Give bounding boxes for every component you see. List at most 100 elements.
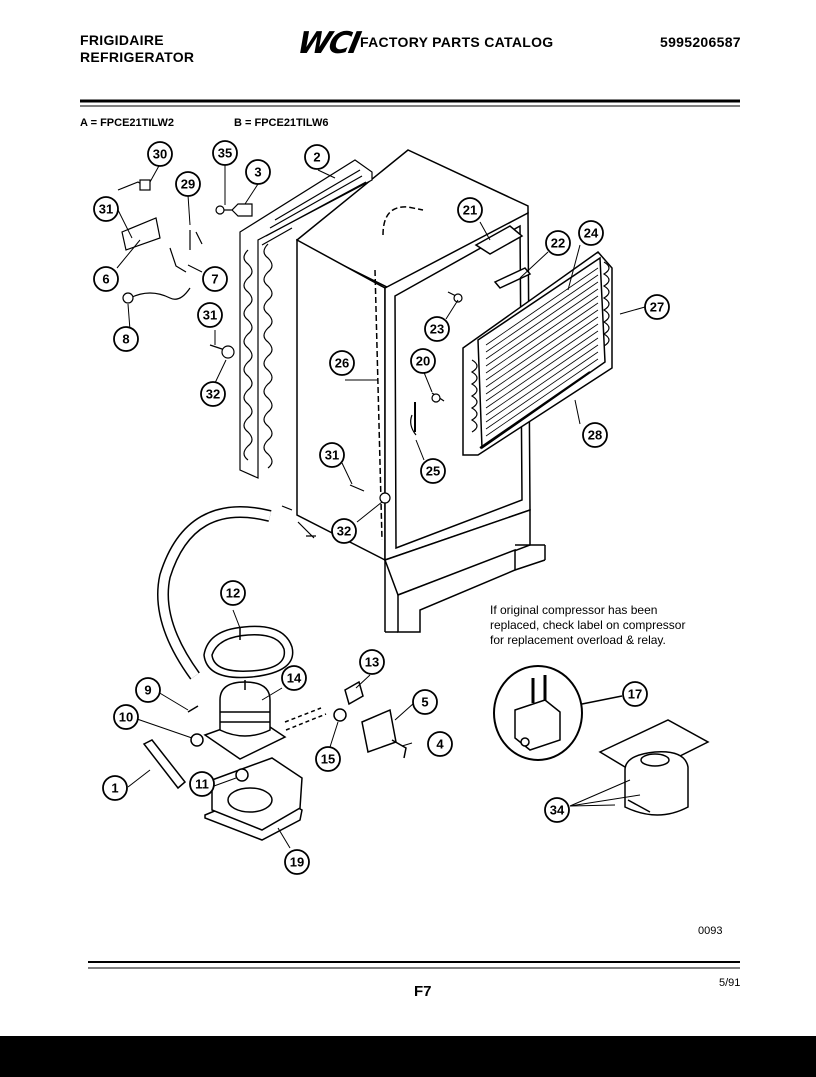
callout-number: 8: [122, 332, 129, 347]
callout-number: 22: [551, 236, 565, 251]
callout-circle: [420, 458, 446, 484]
callout-number: 20: [416, 354, 430, 369]
callout-circle: [284, 849, 310, 875]
callout-number: 2: [313, 150, 320, 165]
compressor: [203, 680, 287, 760]
page-code: F7: [414, 983, 432, 1000]
callout-12: 12: [220, 580, 246, 606]
callout-32: 32: [200, 381, 226, 407]
callout-circle: [578, 220, 604, 246]
callout-circle: [315, 746, 341, 772]
callout-17: 17: [622, 681, 648, 707]
callout-circle: [644, 294, 670, 320]
callout-circle: [135, 677, 161, 703]
callout-circle: [200, 381, 226, 407]
callout-number: 29: [181, 177, 195, 192]
callout-circle: [245, 159, 271, 185]
callout-31: 31: [197, 302, 223, 328]
callout-number: 14: [287, 671, 302, 686]
callout-circle: [220, 580, 246, 606]
callout-circle: [457, 197, 483, 223]
relay-5: [361, 708, 397, 753]
callout-29: 29: [175, 171, 201, 197]
callout-2: 2: [304, 144, 330, 170]
callout-number: 5: [421, 695, 428, 710]
callout-25: 25: [420, 458, 446, 484]
callout-circle: [544, 797, 570, 823]
model-a-label: A = FPCE21TILW2: [80, 117, 175, 129]
callout-circle: [582, 422, 608, 448]
callout-circle: [147, 141, 173, 167]
wiring-parts: [117, 179, 463, 539]
callout-circle: [113, 704, 139, 730]
overload-15: [333, 708, 347, 722]
callout-circle: [281, 665, 307, 691]
callout-34: 34: [544, 797, 570, 823]
callout-8: 8: [113, 326, 139, 352]
product-label: REFRIGERATOR: [80, 49, 195, 65]
callout-number: 12: [226, 586, 240, 601]
callout-13: 13: [359, 649, 385, 675]
callout-circle: [102, 775, 128, 801]
callout-10: 10: [113, 704, 139, 730]
callout-circle: [359, 649, 385, 675]
bracket-4: [391, 739, 407, 759]
callout-number: 23: [430, 322, 444, 337]
callout-35: 35: [212, 140, 238, 166]
callout-circle: [410, 348, 436, 374]
grommet-11: [235, 768, 249, 782]
callout-circle: [93, 196, 119, 222]
evaporator: [462, 250, 613, 456]
callout-number: 11: [195, 777, 209, 792]
note-line-1: If original compressor has been: [490, 603, 658, 617]
callout-number: 3: [254, 165, 261, 180]
callout-circle: [175, 171, 201, 197]
callout-15: 15: [315, 746, 341, 772]
callout-21: 21: [457, 197, 483, 223]
callout-30: 30: [147, 141, 173, 167]
callout-14: 14: [281, 665, 307, 691]
callout-24: 24: [578, 220, 604, 246]
note-line-3: for replacement overload & relay.: [490, 633, 666, 647]
callout-32: 32: [331, 518, 357, 544]
leader-lines: [116, 163, 646, 849]
callout-circle: [427, 731, 453, 757]
callout-number: 31: [203, 308, 217, 323]
relay-inset: [493, 665, 583, 761]
callout-5: 5: [412, 689, 438, 715]
compressor-inset: [598, 719, 710, 816]
cabinet-body: [295, 149, 546, 633]
callout-circle: [202, 266, 228, 292]
clip-13: [344, 680, 364, 706]
callout-circle: [197, 302, 223, 328]
callout-number: 9: [144, 683, 151, 698]
callout-circle: [622, 681, 648, 707]
compressor-note: If original compressor has been replaced…: [490, 603, 685, 648]
callout-number: 19: [290, 855, 304, 870]
callout-number: 26: [335, 356, 349, 371]
callout-circle: [319, 442, 345, 468]
callout-number: 30: [153, 147, 167, 162]
callout-circle: [424, 316, 450, 342]
callout-number: 21: [463, 203, 477, 218]
callout-number: 7: [211, 272, 218, 287]
callout-circle: [93, 266, 119, 292]
callout-number: 24: [584, 226, 599, 241]
callout-circle: [113, 326, 139, 352]
grommet-10: [190, 733, 204, 747]
drain-pan: [203, 625, 294, 679]
callout-number: 6: [102, 272, 109, 287]
callout-1: 1: [102, 775, 128, 801]
callout-circle: [331, 518, 357, 544]
catalog-title: FACTORY PARTS CATALOG: [360, 34, 554, 50]
callout-number: 32: [206, 387, 220, 402]
callout-number: 25: [426, 464, 440, 479]
callout-6: 6: [93, 266, 119, 292]
callout-number: 17: [628, 687, 642, 702]
callout-7: 7: [202, 266, 228, 292]
leader-17: [581, 695, 623, 705]
callout-31: 31: [319, 442, 345, 468]
callout-number: 1: [111, 781, 118, 796]
